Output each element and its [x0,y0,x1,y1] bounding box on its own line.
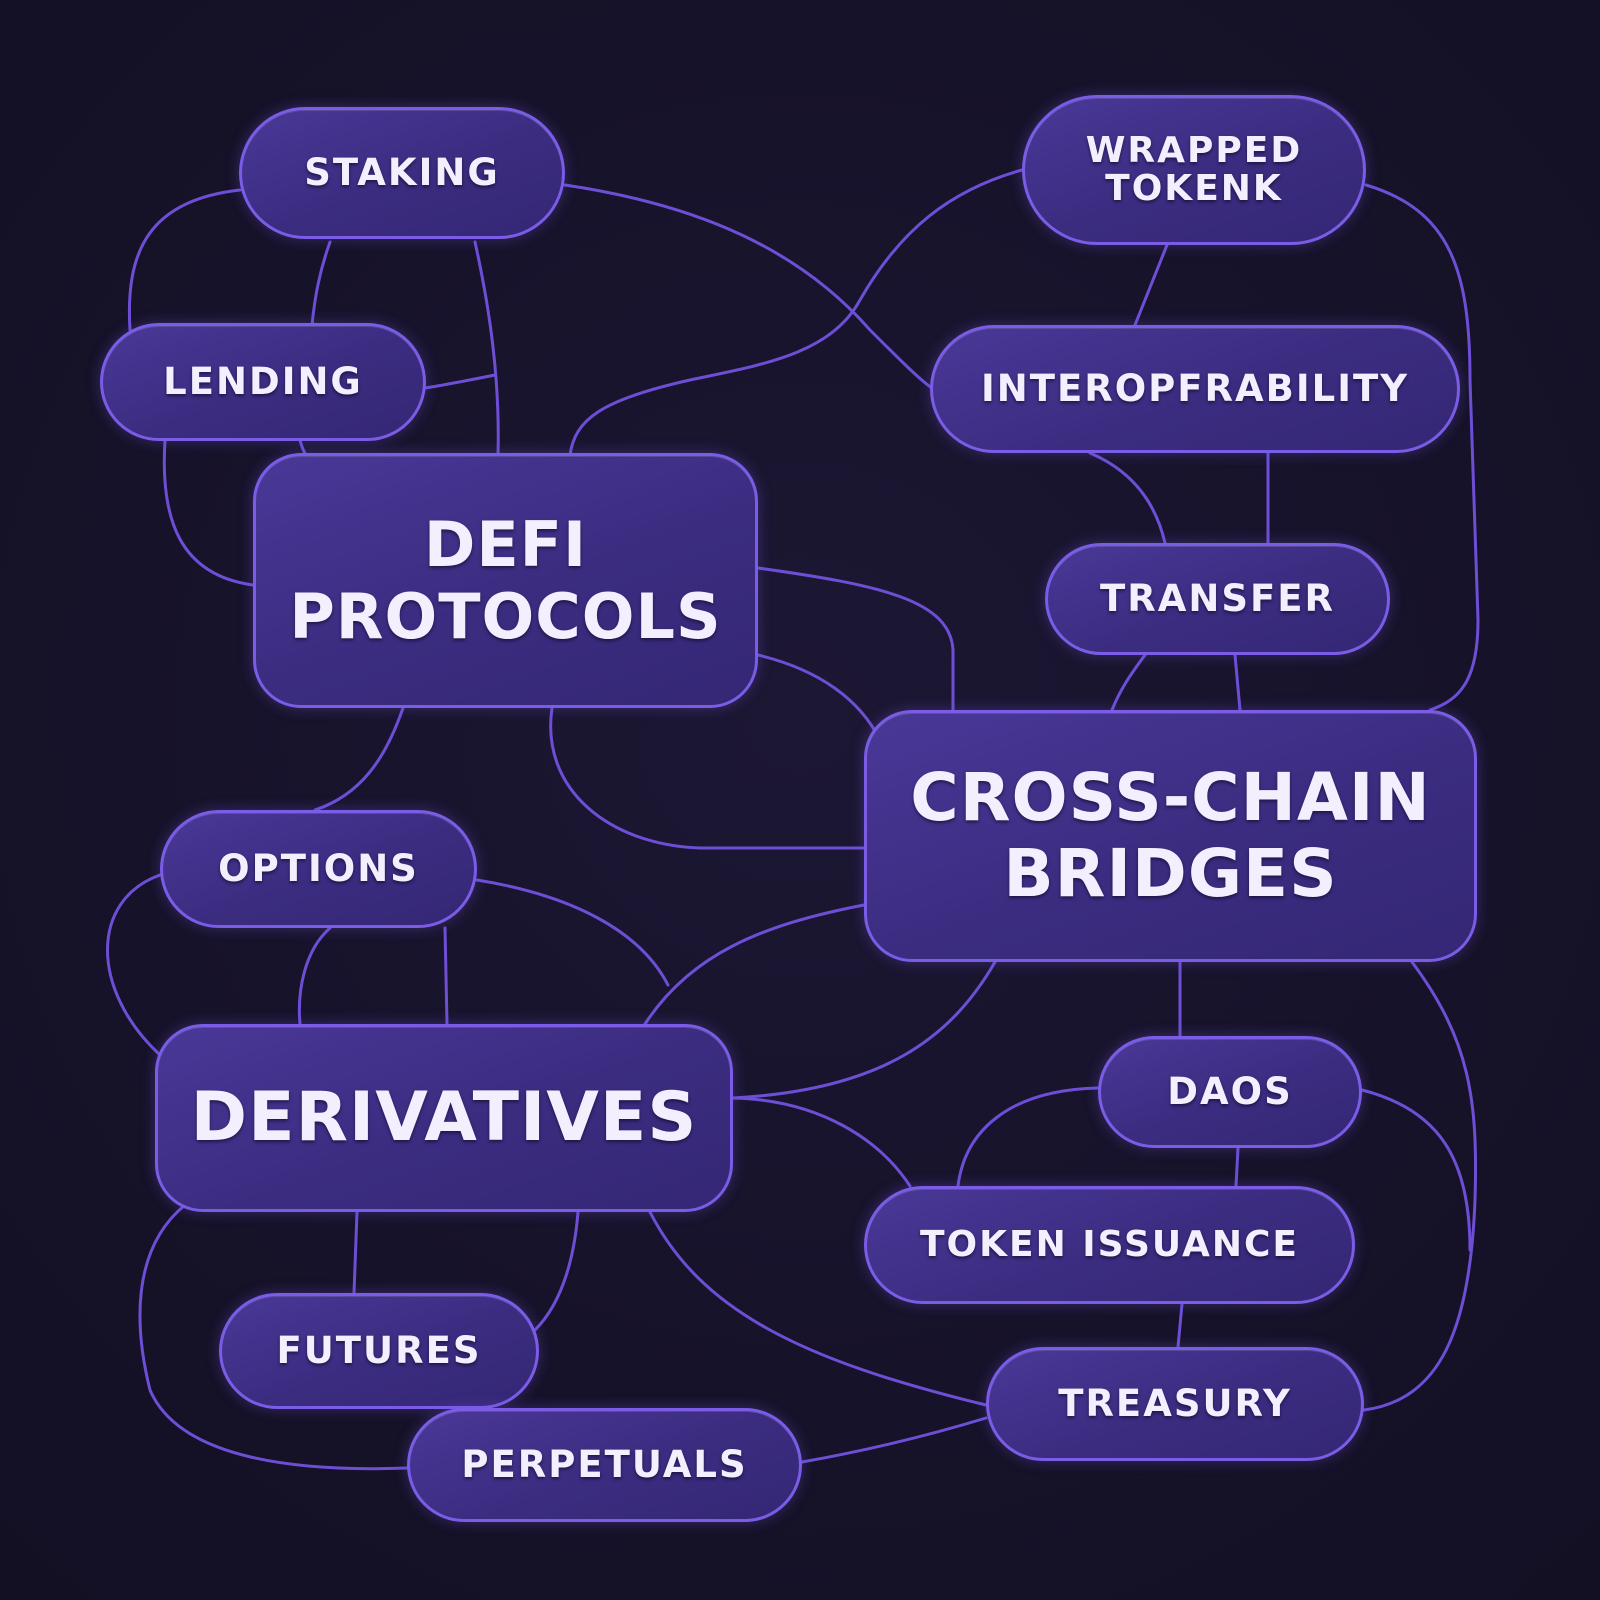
edge-perpetuals-treasury [800,1416,988,1464]
edge-staking-interop [563,183,934,390]
node-futures[interactable]: FUTURES [219,1293,539,1409]
edge-options-crosschain [475,878,670,987]
node-futures-label: FUTURES [276,1328,482,1372]
node-treasury-label: TREASURY [1058,1381,1292,1425]
node-perpetuals[interactable]: PERPETUALS [407,1408,802,1522]
edge-defi-crosschain [756,566,955,712]
edge-interop-transfer [1088,451,1167,545]
edge-derivatives-futures-2 [533,1210,580,1332]
edge-defi-options [313,706,405,812]
node-treasury[interactable]: TREASURY [986,1347,1364,1461]
node-daos-label: DAOS [1167,1069,1293,1113]
node-token-issuance-label: TOKEN ISSUANCE [919,1224,1300,1266]
edge-options-derivatives-2 [297,926,332,1026]
edge-transfer-crosschain-2 [1233,653,1242,712]
node-cross-chain-bridges-label: CROSS-CHAIN BRIDGES [910,759,1431,912]
node-daos[interactable]: DAOS [1098,1036,1362,1148]
edge-transfer-crosschain [1110,653,1147,712]
node-options-label: OPTIONS [218,846,419,890]
edge-defi-crosschain-3 [549,706,866,850]
node-derivatives-label: DERIVATIVES [190,1077,698,1157]
edge-staking-lending-2 [310,240,332,327]
edge-derivatives-perpetuals [138,1203,409,1471]
edge-derivatives-treasury [648,1210,988,1407]
edge-wrapped-crosschain [1364,183,1480,712]
edge-lending-defi [423,373,497,390]
node-lending[interactable]: LENDING [100,323,426,441]
node-staking[interactable]: STAKING [239,107,565,239]
edge-options-derivatives-3 [443,926,449,1026]
node-transfer-label: TRANSFER [1099,576,1336,620]
node-cross-chain-bridges[interactable]: CROSS-CHAIN BRIDGES [864,710,1477,962]
node-wrapped-tokens[interactable]: WRAPPED TOKENK [1022,95,1366,245]
edge-lending-defi-2 [162,438,255,587]
node-derivatives[interactable]: DERIVATIVES [155,1024,733,1212]
edge-derivatives-token [731,1096,912,1188]
node-defi-protocols[interactable]: DEFI PROTOCOLS [253,453,758,708]
node-transfer[interactable]: TRANSFER [1045,543,1390,655]
edge-crosschain-derivatives [643,903,866,1026]
edge-wrapped-interop [1133,243,1169,327]
node-lending-label: LENDING [163,359,363,403]
edge-daos-treasury [1360,1088,1472,1252]
node-interoperability[interactable]: INTEROPFRABILITY [930,325,1460,453]
edge-daos-token-2 [1234,1146,1240,1188]
node-staking-label: STAKING [304,150,500,194]
node-wrapped-tokens-label: WRAPPED TOKENK [1085,130,1303,209]
edge-crosschain-treasury [1362,960,1478,1412]
node-options[interactable]: OPTIONS [160,810,477,928]
edge-staking-defi [473,240,500,457]
node-interoperability-label: INTEROPFRABILITY [980,366,1410,410]
edge-options-derivatives [106,873,162,1057]
node-perpetuals-label: PERPETUALS [461,1442,748,1486]
edge-crosschain-derivatives-2 [731,960,997,1100]
edge-defi-crosschain-2 [756,653,882,742]
edge-wrapped-defi [568,168,1024,457]
edge-derivatives-futures [352,1210,359,1295]
edge-token-treasury [1176,1302,1184,1349]
node-token-issuance[interactable]: TOKEN ISSUANCE [864,1186,1355,1304]
edge-staking-lending [127,188,242,332]
node-defi-protocols-label: DEFI PROTOCOLS [289,508,722,653]
edge-daos-token [956,1086,1100,1188]
